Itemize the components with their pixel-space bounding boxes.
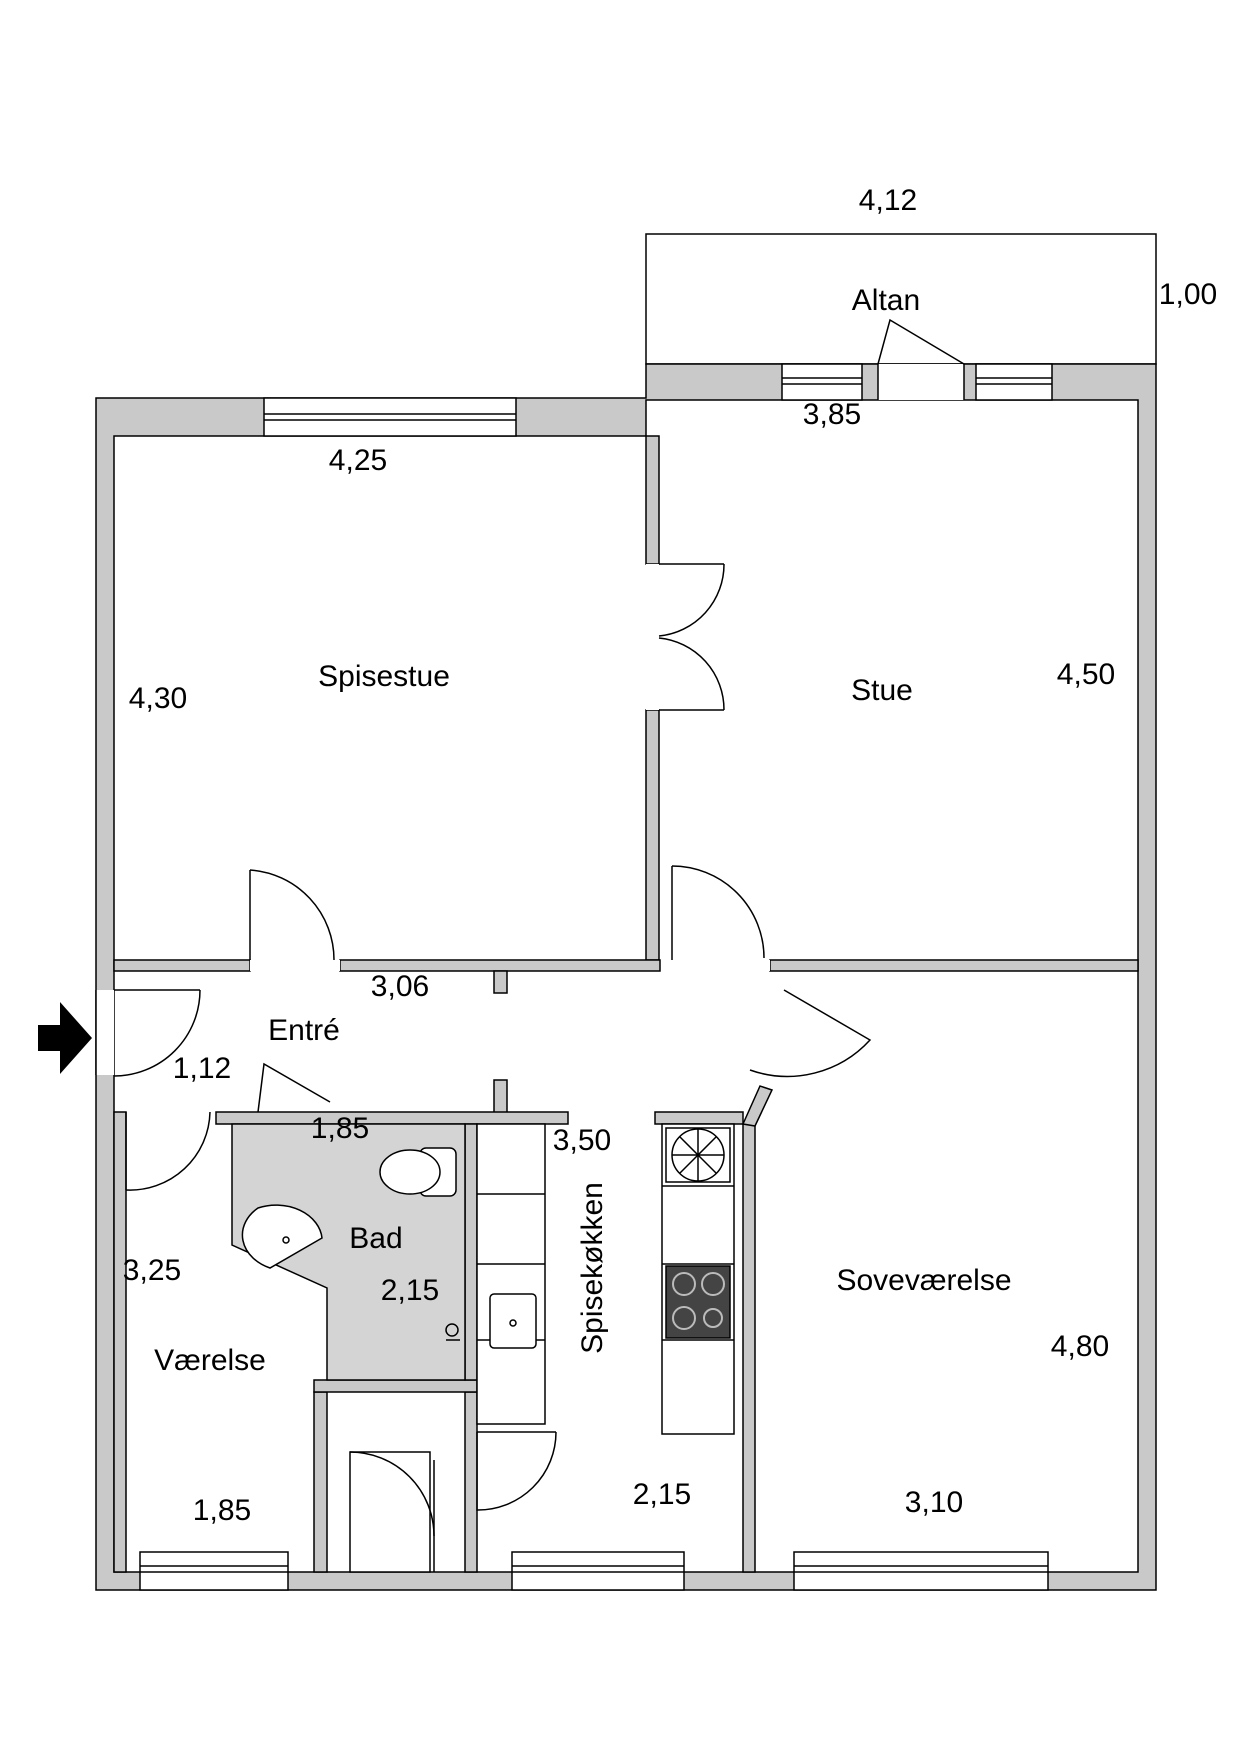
dim-verelse-depth: 3,25 bbox=[123, 1254, 181, 1287]
room-label-spisekokken: Spisekøkken bbox=[576, 1182, 609, 1354]
dim-sove-depth: 4,80 bbox=[1051, 1330, 1109, 1363]
dim-sove-width: 3,10 bbox=[905, 1486, 963, 1519]
room-label-spisestue: Spisestue bbox=[318, 660, 450, 693]
dim-verelse-width: 1,85 bbox=[193, 1494, 251, 1527]
dim-altan-width: 4,12 bbox=[859, 184, 917, 217]
door-storage[interactable] bbox=[349, 1451, 435, 1573]
door-kitchen[interactable] bbox=[476, 1431, 557, 1511]
entrance-arrow-icon bbox=[38, 1002, 92, 1074]
room-label-bad: Bad bbox=[349, 1222, 402, 1255]
dim-altan-depth: 1,00 bbox=[1159, 278, 1217, 311]
room-label-altan: Altan bbox=[852, 284, 920, 317]
door-bad[interactable] bbox=[257, 1062, 331, 1113]
stove-icon bbox=[665, 1265, 731, 1339]
room-label-stue: Stue bbox=[851, 674, 913, 707]
dim-bad-depth: 2,15 bbox=[381, 1274, 439, 1307]
door-verelse[interactable] bbox=[125, 1111, 211, 1191]
shower-icon bbox=[445, 1323, 460, 1341]
dim-kokken-width: 2,15 bbox=[633, 1478, 691, 1511]
toilet-icon bbox=[379, 1147, 457, 1197]
door-spisestue[interactable] bbox=[249, 869, 340, 971]
room-label-entre: Entré bbox=[268, 1014, 340, 1047]
dim-spisestue-depth: 4,30 bbox=[129, 682, 187, 715]
sink-icon bbox=[241, 1204, 323, 1269]
dim-entre-depth: 1,12 bbox=[173, 1052, 231, 1085]
balcony-door[interactable] bbox=[877, 318, 965, 400]
dim-stue-width: 3,85 bbox=[803, 398, 861, 431]
room-label-soveverelse: Soveværelse bbox=[836, 1264, 1011, 1297]
door-soveverelse[interactable] bbox=[749, 989, 872, 1078]
outer-walls bbox=[95, 363, 1157, 1591]
dim-entre-width: 3,06 bbox=[371, 970, 429, 1003]
windows bbox=[139, 363, 1053, 1591]
door-stue[interactable] bbox=[671, 865, 770, 971]
interior-walls bbox=[113, 435, 1139, 1573]
double-door-spisestue-stue[interactable] bbox=[646, 563, 725, 711]
extractor-fan-icon bbox=[665, 1127, 731, 1183]
dim-bad-width: 1,85 bbox=[311, 1112, 369, 1145]
entrance-door[interactable] bbox=[95, 989, 201, 1077]
dim-stue-depth: 4,50 bbox=[1057, 658, 1115, 691]
dim-spisestue-width: 4,25 bbox=[329, 444, 387, 477]
room-label-verelse: Værelse bbox=[154, 1344, 266, 1377]
dim-kokken-depth: 3,50 bbox=[553, 1124, 611, 1157]
